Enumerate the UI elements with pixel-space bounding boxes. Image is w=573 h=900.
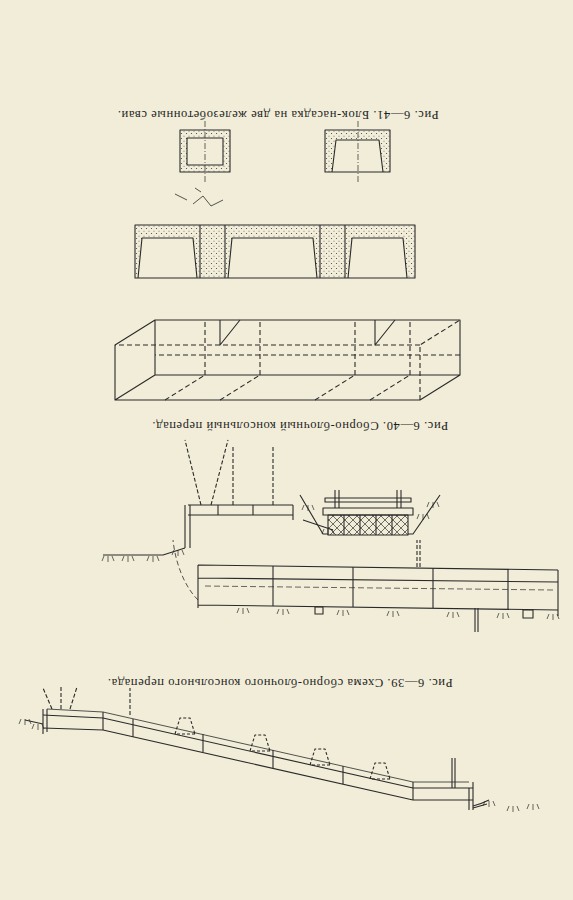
sketch-mark — [175, 188, 223, 206]
cell-walls — [344, 515, 392, 535]
cross-section — [300, 490, 440, 535]
grass-tuft — [417, 514, 429, 520]
grass-tuft — [237, 608, 249, 614]
grass-tuft — [497, 613, 509, 619]
cap-beam — [325, 498, 411, 502]
pile — [175, 718, 390, 779]
small-sections — [175, 120, 390, 206]
diaphragm — [220, 320, 395, 345]
bank — [103, 520, 333, 555]
fitting — [315, 607, 323, 614]
basin — [185, 505, 293, 548]
channel-base — [47, 709, 469, 782]
grass-tuft — [302, 505, 314, 511]
trough-section — [325, 130, 390, 172]
grass-tuft — [122, 556, 134, 562]
anchor-pile — [43, 686, 130, 715]
drop-section — [103, 440, 558, 632]
grass-tuft — [447, 612, 459, 618]
upper-channel — [198, 565, 558, 616]
channel-top — [43, 728, 473, 800]
figure-caption: Рис. 6—39. Схема сборно-блочного консоль… — [107, 675, 452, 690]
grass-tuft — [172, 550, 184, 556]
grass-tuft — [427, 502, 439, 508]
grass-tufts — [19, 502, 559, 812]
water-line — [203, 586, 553, 590]
embankment — [300, 495, 440, 534]
cap-body — [135, 225, 415, 278]
iso-block — [115, 320, 460, 400]
post — [417, 540, 420, 567]
grass-tuft — [19, 719, 31, 725]
grass-tuft — [527, 804, 539, 810]
grass-tuft — [32, 724, 44, 730]
end-wall — [43, 709, 473, 810]
stake — [475, 608, 478, 632]
legs — [335, 490, 401, 508]
axis — [205, 120, 358, 182]
stone-cells — [328, 515, 408, 535]
overflow-trace — [173, 540, 198, 600]
slab — [323, 508, 413, 515]
pile-cap-section — [135, 225, 415, 278]
outline — [115, 320, 460, 400]
figure-caption: Рис. 6—40. Сборно-блочный консольный пер… — [152, 418, 448, 433]
grass-tuft — [147, 556, 159, 562]
grass-tuft — [322, 529, 334, 535]
hidden-edges — [115, 320, 460, 400]
ground — [25, 720, 489, 808]
fitting — [523, 610, 533, 618]
grass-tuft — [507, 806, 519, 812]
grass-tuft — [277, 609, 289, 615]
basin-seam — [218, 505, 253, 515]
figure-caption: Рис. 6—41. Блок-насадка на две железобет… — [117, 107, 438, 122]
grass-tuft — [547, 614, 559, 620]
drop-scheme — [25, 686, 489, 810]
grass-tuft — [387, 611, 399, 617]
stake — [452, 758, 455, 788]
grass-tuft — [483, 801, 495, 807]
block-joints — [103, 712, 413, 800]
channel-floor — [43, 715, 473, 788]
joints — [200, 225, 345, 278]
grass-tuft — [102, 556, 114, 562]
grass-tuft — [337, 610, 349, 616]
pile — [185, 440, 273, 505]
